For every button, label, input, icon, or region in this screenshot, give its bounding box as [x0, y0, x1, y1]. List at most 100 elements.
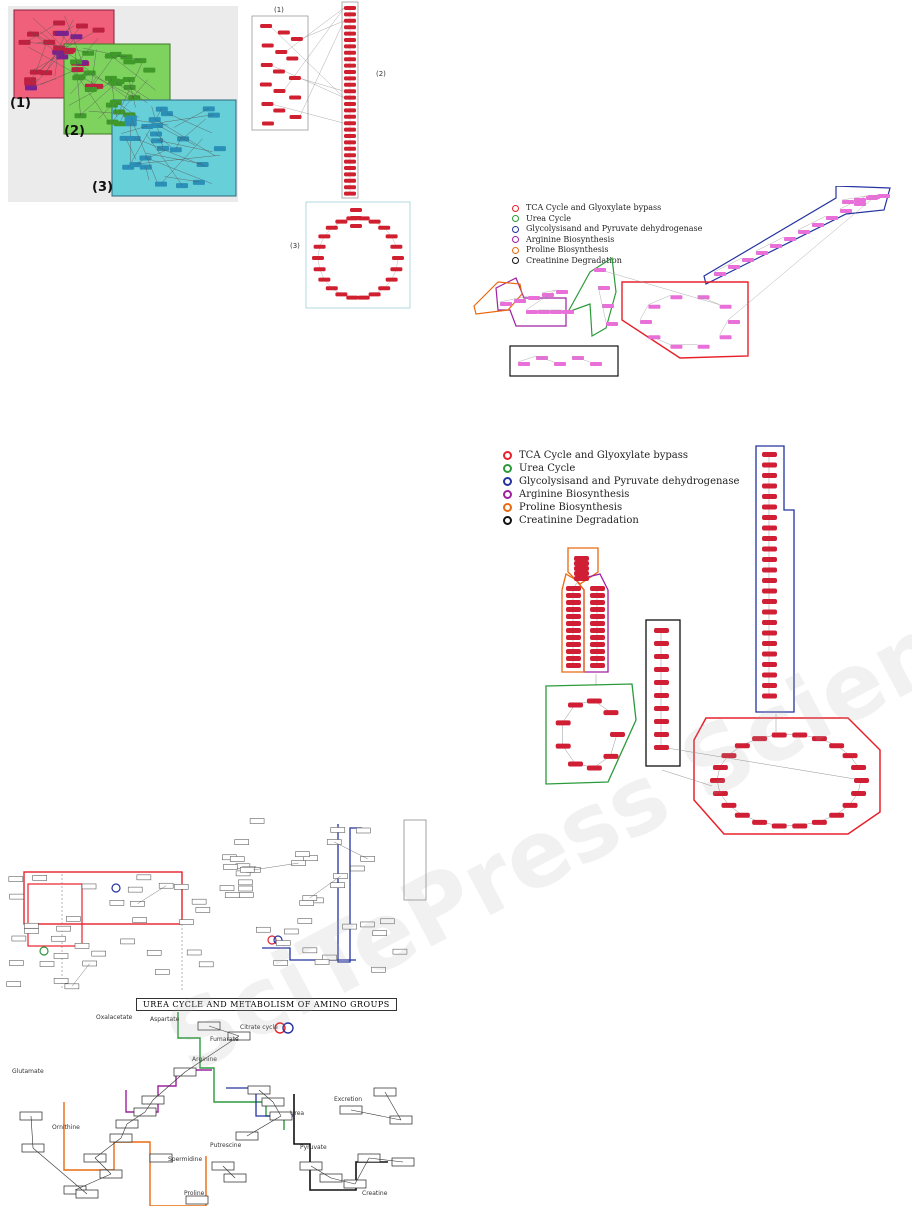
- legend-label: Proline Biosynthesis: [519, 502, 623, 513]
- graph-node: [742, 258, 754, 262]
- graph-node: [155, 106, 168, 112]
- graph-node: [712, 765, 728, 771]
- graph-node: [762, 473, 777, 478]
- graph-node: [590, 621, 605, 626]
- enzyme-box: [146, 950, 162, 956]
- graph-edge: [112, 79, 148, 122]
- kegg-label-glutamate: Glutamate: [12, 1068, 44, 1075]
- figure-e-kegg-overview: [0, 812, 430, 990]
- enzyme-box: [275, 940, 291, 946]
- enzyme-box: [179, 919, 194, 925]
- enzyme-box: [109, 900, 125, 906]
- legend-ring-icon: [503, 464, 512, 473]
- graph-node: [712, 790, 728, 796]
- graph-node: [344, 25, 356, 30]
- legend-item: Urea Cycle: [503, 462, 739, 475]
- graph-node: [566, 607, 581, 612]
- graph-edge: [145, 166, 150, 181]
- graph-node: [290, 37, 303, 41]
- legend-item: Proline Biosynthesis: [512, 245, 702, 256]
- graph-node: [574, 556, 589, 561]
- graph-node: [260, 24, 273, 28]
- graph-node: [610, 732, 625, 737]
- enzyme-box: [234, 839, 249, 845]
- kegg-label-spermidine: Spermidine: [168, 1156, 203, 1163]
- enzyme-box: [238, 885, 253, 892]
- graph-node: [598, 286, 610, 290]
- graph-edge: [40, 31, 60, 48]
- legend-ring-icon: [503, 477, 512, 486]
- legend-item: TCA Cycle and Glyoxylate bypass: [503, 449, 739, 462]
- legend-ring-icon: [512, 246, 519, 254]
- enzyme-box: [295, 851, 310, 857]
- figure-d-pathways: [536, 440, 906, 840]
- enzyme-box: [53, 953, 69, 959]
- enzyme-box: [66, 916, 81, 922]
- graph-node: [176, 183, 189, 189]
- graph-node: [654, 680, 669, 685]
- graph-node: [273, 108, 286, 113]
- graph-node: [196, 162, 209, 168]
- graph-node: [526, 310, 538, 314]
- glycolysis-highlight: [337, 824, 362, 963]
- graph-node: [734, 812, 750, 818]
- graph-edge: [129, 86, 150, 100]
- graph-node: [574, 561, 589, 566]
- graph-edge: [135, 154, 220, 165]
- graph-edge: [166, 112, 213, 134]
- graph-edge: [24, 41, 68, 47]
- figure-b-edges: [269, 7, 399, 298]
- graph-edge: [110, 55, 156, 91]
- graph-node: [654, 654, 669, 659]
- graph-edge: [116, 82, 148, 104]
- graph-node: [762, 609, 777, 615]
- graph-node: [710, 778, 725, 783]
- graph-node: [350, 216, 362, 220]
- graph-edge: [70, 72, 90, 94]
- graph-edge: [40, 25, 83, 71]
- graph-node: [648, 335, 661, 340]
- kegg-label-ornithine: Ornithine: [52, 1124, 80, 1131]
- graph-node: [829, 743, 845, 749]
- graph-node: [128, 135, 141, 141]
- legend-label: Urea Cycle: [526, 213, 572, 223]
- graph-node: [518, 362, 530, 366]
- graph-node: [110, 80, 123, 86]
- graph-node: [75, 23, 88, 29]
- graph-edge: [145, 152, 203, 165]
- box-label-1: (1): [274, 6, 284, 14]
- graph-node: [811, 736, 827, 742]
- graph-node: [574, 576, 589, 581]
- legend-ring-icon: [503, 451, 512, 460]
- graph-node: [288, 76, 301, 80]
- graph-edge: [130, 117, 157, 182]
- figure-a-nodes: [18, 15, 226, 189]
- cluster-label-1: (1): [10, 96, 31, 111]
- graph-node: [590, 593, 605, 598]
- graph-node: [854, 202, 866, 206]
- legend-ring-icon: [503, 516, 512, 525]
- graph-node: [670, 344, 683, 349]
- graph-node: [762, 599, 777, 604]
- enzyme-box: [356, 827, 371, 834]
- graph-node: [784, 237, 796, 241]
- legend-item: Glycolysisand and Pyruvate dehydrogenase: [503, 475, 739, 488]
- graph-node: [385, 234, 398, 239]
- enzyme-box: [322, 954, 337, 961]
- graph-node: [277, 30, 290, 35]
- graph-node: [762, 525, 777, 531]
- graph-node: [762, 515, 777, 520]
- graph-node: [344, 159, 356, 164]
- graph-edge: [40, 68, 78, 85]
- enzyme-box: [185, 1195, 209, 1205]
- graph-node: [654, 706, 669, 711]
- graph-node: [70, 34, 83, 40]
- enzyme-box: [229, 856, 245, 862]
- graph-node: [154, 181, 167, 187]
- legend-label: Arginine Biosynthesis: [519, 489, 630, 500]
- graph-edge: [160, 138, 203, 184]
- graph-node: [344, 102, 356, 106]
- graph-edge: [64, 15, 83, 63]
- graph-node: [344, 12, 356, 17]
- graph-edge: [78, 81, 119, 117]
